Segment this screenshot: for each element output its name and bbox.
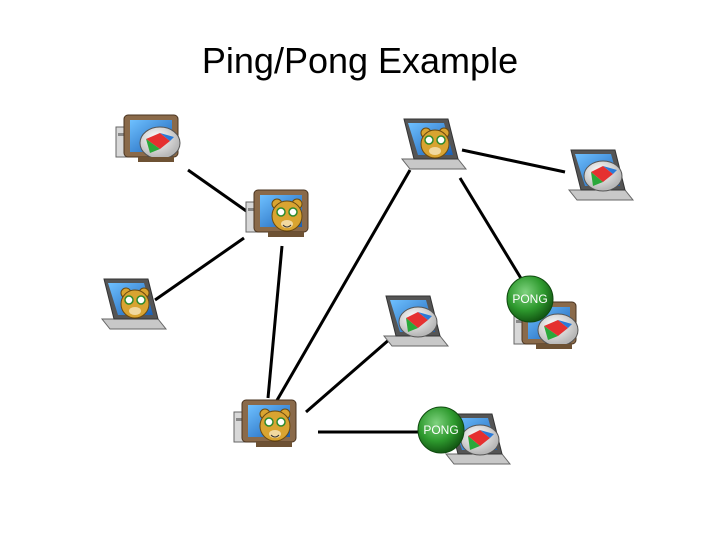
network-node-desktop xyxy=(245,189,309,238)
network-link xyxy=(461,148,566,174)
network-node-laptop xyxy=(568,149,634,201)
slide-title: Ping/Pong Example xyxy=(201,40,519,81)
network-link xyxy=(458,177,527,286)
network-link xyxy=(305,336,392,414)
pong-message-globe: PONG xyxy=(506,275,554,323)
network-node-desktop xyxy=(233,399,297,448)
network-link xyxy=(154,236,245,302)
pong-message-label: PONG xyxy=(512,292,547,306)
pong-message-globe: PONG xyxy=(417,406,465,454)
network-node-laptop xyxy=(401,118,467,170)
network-node-laptop xyxy=(383,295,449,347)
network-node-laptop xyxy=(101,278,167,330)
network-links xyxy=(154,148,566,434)
pong-message-label: PONG xyxy=(423,423,458,437)
network-link xyxy=(187,168,253,217)
network-link xyxy=(274,169,412,403)
network-link xyxy=(266,245,284,399)
network-node-desktop xyxy=(115,114,181,163)
